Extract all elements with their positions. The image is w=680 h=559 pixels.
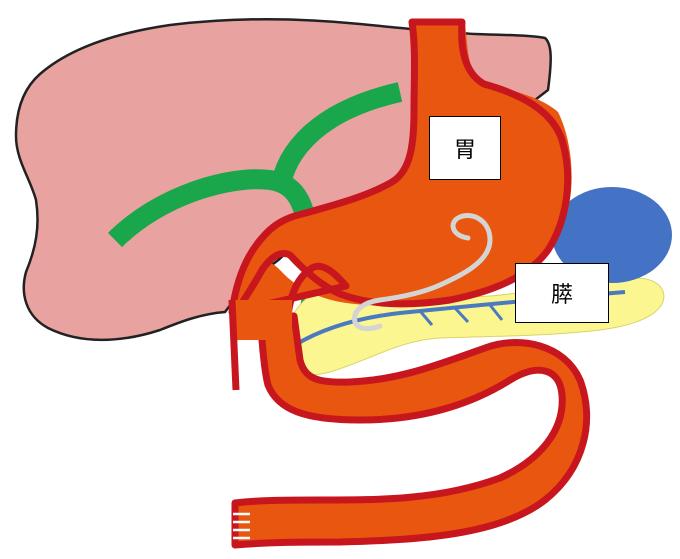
duodenum: [235, 316, 587, 545]
pancreas-label: 膵: [515, 263, 609, 323]
duodenum-junction: [234, 300, 292, 340]
stomach-label: 胃: [429, 116, 501, 180]
duodenum-edge-left: [232, 300, 236, 390]
